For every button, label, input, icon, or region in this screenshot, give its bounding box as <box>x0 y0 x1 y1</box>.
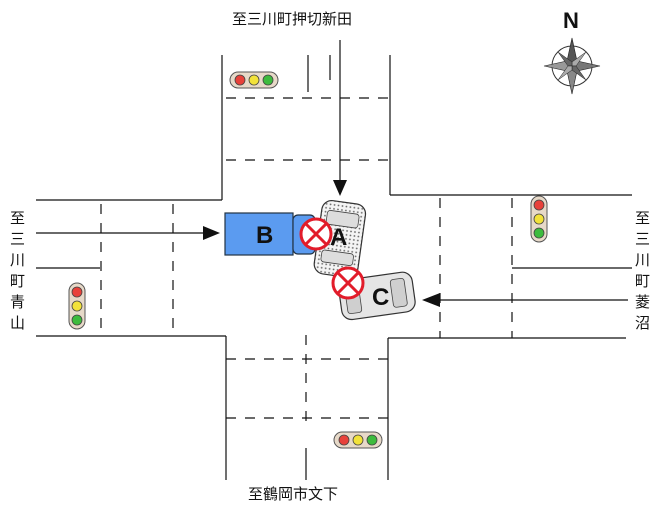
traffic-signal-north <box>229 71 279 89</box>
compass-rose: N <box>543 8 601 95</box>
collision-marker-a-c <box>331 266 365 300</box>
label-east-destination: 至三川町菱沼 <box>633 210 651 336</box>
arrow-from-north <box>333 40 347 196</box>
traffic-signal-south <box>333 431 383 449</box>
arrow-from-east <box>422 293 628 307</box>
arrow-from-west <box>36 226 220 240</box>
traffic-signal-east <box>530 195 548 243</box>
label-north-destination: 至三川町押切新田 <box>232 10 352 28</box>
label-south-destination: 至鶴岡市文下 <box>248 485 338 503</box>
compass-north-letter: N <box>563 8 579 33</box>
vehicle-c-label: C <box>372 284 389 311</box>
label-west-destination: 至三川町青山 <box>8 210 26 336</box>
vehicle-a-label: A <box>330 224 347 251</box>
collision-marker-a-b <box>299 217 333 251</box>
vehicle-b-label: B <box>256 222 273 249</box>
traffic-signal-west <box>68 282 86 330</box>
